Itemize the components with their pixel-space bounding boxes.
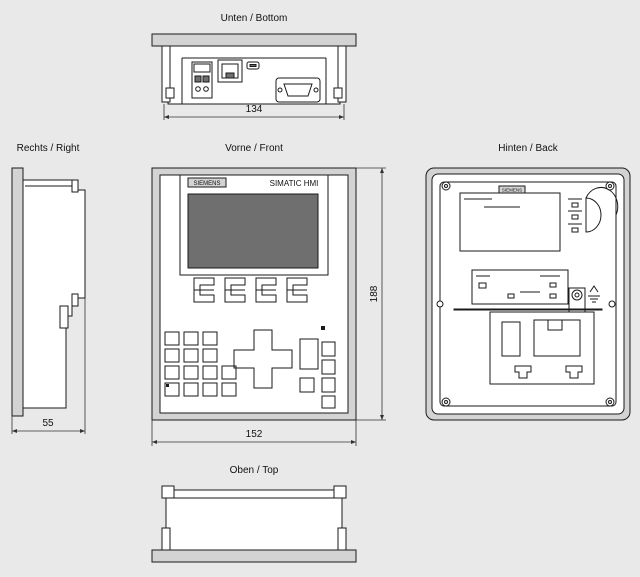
bottom-width-dimension: 134: [246, 104, 263, 115]
right-view: Rechts / Right 55: [11, 143, 86, 434]
right-front-bezel: [11, 167, 24, 417]
numeric-keypad: [164, 331, 237, 397]
front-brand-plate: [187, 177, 227, 188]
back-brand-label: SIEMENS: [502, 188, 522, 193]
back-view-title: Hinten / Back: [498, 143, 558, 154]
function-keys: [193, 277, 308, 303]
front-product-label: SIMATIC HMI: [270, 179, 319, 188]
bottom-view: Unten / Bottom 134: [151, 13, 357, 120]
front-screen: [187, 193, 319, 269]
right-keys: [299, 326, 336, 409]
front-view: Vorne / Front SIEMENS SIMATIC HMI: [151, 143, 386, 446]
cursor-keys: [233, 329, 293, 389]
bottom-view-title: Unten / Bottom: [221, 13, 288, 24]
front-view-title: Vorne / Front: [225, 143, 283, 154]
top-housing: [165, 489, 343, 551]
back-view: Hinten / Back SIEMENS: [425, 143, 631, 421]
ethernet-port: [217, 59, 243, 83]
ground-icon: [588, 285, 600, 303]
front-height-dimension: 188: [369, 285, 380, 302]
top-view-title: Oben / Top: [230, 465, 279, 476]
front-width-dimension: 152: [246, 429, 263, 440]
front-brand-label: SIEMENS: [193, 181, 220, 187]
right-depth-dimension: 55: [42, 418, 54, 429]
top-view: Oben / Top: [151, 465, 357, 563]
bottom-front-bezel: [151, 33, 357, 47]
top-front-bezel: [151, 549, 357, 563]
back-rating-plate: [459, 192, 561, 252]
right-view-title: Rechts / Right: [17, 143, 80, 154]
back-switch-block: [568, 198, 582, 233]
